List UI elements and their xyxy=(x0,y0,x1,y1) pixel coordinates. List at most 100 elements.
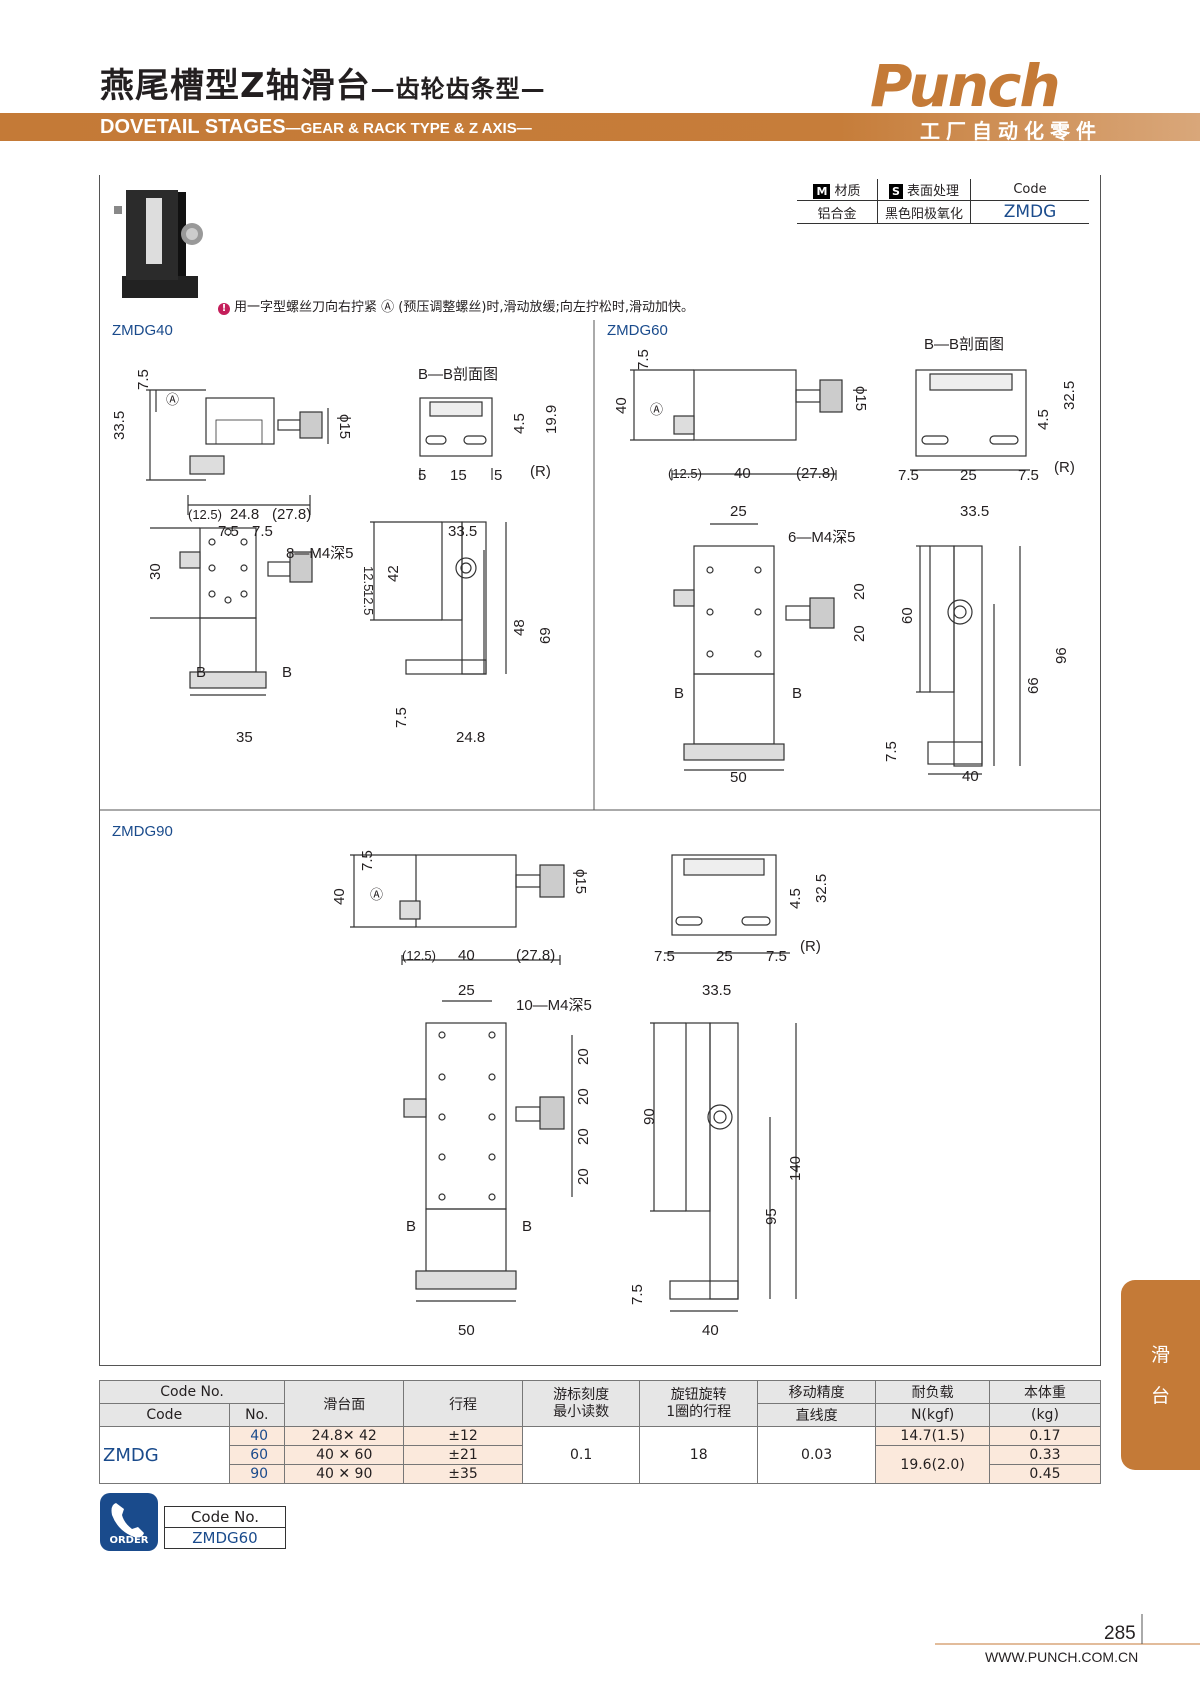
model-label-90: ZMDG90 xyxy=(112,823,173,840)
dim-60-s7-5b: 7.5 xyxy=(1018,467,1039,484)
adjust-note: !用一字型螺丝刀向右拧紧 Ⓐ (预压调整螺丝)时,滑动放缓;向左拧松时,滑动加快… xyxy=(218,296,694,315)
material-label: 材质 xyxy=(834,184,861,199)
dim-90-e95: 95 xyxy=(763,1208,780,1225)
th-load-unit: N(kgf) xyxy=(875,1403,990,1427)
dim-s5a: 5 xyxy=(418,467,426,484)
dim-60-e66: 66 xyxy=(1025,677,1042,694)
dim-60-t20b: 20 xyxy=(851,625,868,642)
dim-90-e7-5: 7.5 xyxy=(629,1284,646,1305)
dim-s19-9: 19.9 xyxy=(543,405,560,434)
th-linearity: 直线度 xyxy=(756,1403,877,1427)
section-dividers xyxy=(99,320,1101,811)
dim-60-s25: 25 xyxy=(960,467,977,484)
dim-90-40b: 40 xyxy=(458,947,475,964)
dim-90-7-5: 7.5 xyxy=(359,850,376,871)
th-weight: 本体重 xyxy=(988,1380,1102,1404)
title-en: DOVETAIL STAGES—GEAR & RACK TYPE & Z AXI… xyxy=(100,116,532,139)
dim-7-5: 7.5 xyxy=(135,369,152,390)
warning-icon: ! xyxy=(218,303,230,315)
dim-e24-8: 24.8 xyxy=(456,729,485,746)
page-title: 燕尾槽型Z轴滑台—齿轮齿条型— xyxy=(100,58,546,107)
drawing-zmdg90: 40 7.5 Ⓐ ϕ15 (12.5) 40 (27.8) 32.5 4.5 7… xyxy=(331,850,830,1339)
dim-60-t25: 25 xyxy=(730,503,747,520)
dim-t12-5b: 12.5 xyxy=(361,590,376,615)
row-surface: 40 ✕ 90 xyxy=(284,1464,405,1484)
dim-27-8: (27.8) xyxy=(272,506,311,523)
th-vernier: 游标刻度 最小读数 xyxy=(521,1380,641,1427)
row-accuracy: 0.03 xyxy=(756,1426,877,1484)
dim-s4-5: 4.5 xyxy=(511,413,528,434)
dim-60-e33-5: 33.5 xyxy=(960,503,989,520)
holes-label-60: 6—M4深5 xyxy=(788,529,856,546)
dim-90-phi15: ϕ15 xyxy=(572,869,589,894)
dim-90-40: 40 xyxy=(331,888,348,905)
header-band xyxy=(0,113,1200,141)
th-no: No. xyxy=(228,1403,286,1427)
row-no: 60 xyxy=(228,1445,286,1465)
dim-r: (R) xyxy=(530,463,551,480)
marker-90-a: Ⓐ xyxy=(370,887,383,902)
dim-60-e7-5: 7.5 xyxy=(883,741,900,762)
dim-s5b: 5 xyxy=(494,467,502,484)
dim-90-e90: 90 xyxy=(641,1108,658,1125)
dim-e42: 42 xyxy=(385,565,402,582)
row-surface: 24.8✕ 42 xyxy=(284,1426,405,1446)
row-surface: 40 ✕ 60 xyxy=(284,1445,405,1465)
dim-60-r: (R) xyxy=(1054,459,1075,476)
material-icon: M xyxy=(813,184,831,199)
dim-e69: 69 xyxy=(537,627,554,644)
section-label-40: B—B剖面图 xyxy=(418,366,498,383)
holes-label-90: 10—M4深5 xyxy=(516,997,592,1014)
row-code: ZMDG xyxy=(99,1426,230,1484)
surface-label: 表面处理 xyxy=(907,184,960,199)
row-weight: 0.17 xyxy=(988,1426,1102,1446)
dim-90-s7-5a: 7.5 xyxy=(654,948,675,965)
drawing-zmdg60: 40 7.5 Ⓐ ϕ15 (12.5) 40 (27.8) B—B剖面图 32.… xyxy=(613,336,1078,786)
table-row: 90 40 ✕ 90 ±35 0.45 xyxy=(100,1464,1102,1484)
spec-table: M 材质 S 表面处理 Code 铝合金 黑色阳极氧化 ZMDG xyxy=(797,179,1089,224)
dim-e7-5: 7.5 xyxy=(393,707,410,728)
order-code-value: ZMDG60 xyxy=(164,1527,286,1549)
row-no: 40 xyxy=(228,1426,286,1446)
section-90-b-right: B xyxy=(522,1218,532,1235)
tab-line-1: 滑 xyxy=(1150,1344,1170,1366)
th-accuracy: 移动精度 xyxy=(756,1380,877,1404)
row-no: 90 xyxy=(228,1464,286,1484)
th-stroke: 行程 xyxy=(403,1380,523,1427)
dim-60-w50: 50 xyxy=(730,769,747,786)
dim-90-s7-5b: 7.5 xyxy=(766,948,787,965)
dim-90-27-8: (27.8) xyxy=(516,947,555,964)
order-code-label: Code No. xyxy=(164,1506,286,1528)
dim-t7-5b: 7.5 xyxy=(252,523,273,540)
drawing-zmdg40: 33.5 7.5 Ⓐ ϕ15 (12.5) 24.8 (27.8) B—B剖面图… xyxy=(111,366,560,746)
row-stroke: ±12 xyxy=(403,1426,523,1446)
th-codeno: Code No. xyxy=(98,1380,286,1404)
row-stroke: ±21 xyxy=(403,1445,523,1465)
table-row: ZMDG 40 24.8✕ 42 ±12 0.1 18 0.03 14.7(1.… xyxy=(99,1426,1102,1484)
phone-icon xyxy=(111,1503,144,1538)
brand-logo: Punch xyxy=(870,52,1061,120)
model-label-60: ZMDG60 xyxy=(607,322,668,339)
dim-90-t20c: 20 xyxy=(575,1128,592,1145)
dim-e33-5: 33.5 xyxy=(448,523,477,540)
footer-rule xyxy=(935,1614,1200,1645)
material-value: 铝合金 xyxy=(797,200,878,224)
website-url: WWW.PUNCH.COM.CN xyxy=(985,1649,1139,1665)
order-label: ORDER xyxy=(109,1535,149,1546)
dim-60-27-8: (27.8) xyxy=(796,465,835,482)
dim-e48: 48 xyxy=(511,619,528,636)
dim-90-t20d: 20 xyxy=(575,1168,592,1185)
section-60-b-right: B xyxy=(792,685,802,702)
surface-icon: S xyxy=(888,184,903,199)
dim-90-t20a: 20 xyxy=(575,1048,592,1065)
order-icon: ORDER xyxy=(100,1493,158,1551)
dim-s15: 15 xyxy=(450,467,467,484)
th-weight-unit: (kg) xyxy=(988,1403,1102,1427)
dim-60-12-5: (12.5) xyxy=(668,466,702,481)
dim-t7-5a: 7.5 xyxy=(218,523,239,540)
dim-90-e140: 140 xyxy=(787,1156,804,1181)
dim-60-s4-5: 4.5 xyxy=(1035,409,1052,430)
dim-60-s32-5: 32.5 xyxy=(1061,381,1078,410)
dim-60-40b: 40 xyxy=(734,465,751,482)
dim-60-e40: 40 xyxy=(962,768,979,785)
